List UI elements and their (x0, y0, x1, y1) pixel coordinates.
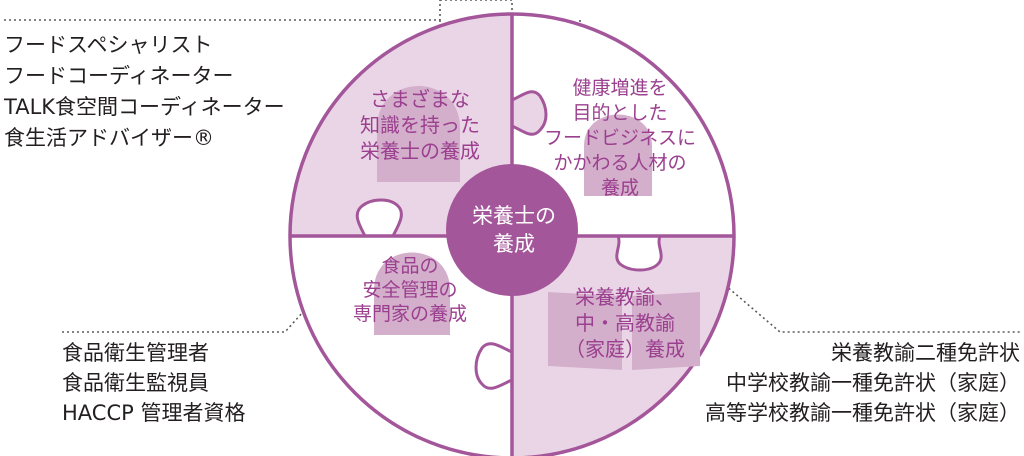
leader-line-bottom-left (62, 281, 331, 333)
list-item: 食品衛生監視員 (62, 371, 209, 395)
piece-line: 食品の (381, 255, 439, 277)
knob-right (615, 234, 663, 272)
center-line: 栄養士の (472, 204, 556, 228)
list-item: 食生活アドバイザー® (4, 126, 214, 150)
piece-line: 栄養士の養成 (360, 139, 480, 163)
leader-line-bottom-right (724, 284, 1020, 333)
piece-text-bottom-right: 栄養教諭、 中・高教諭 （家庭）養成 (530, 284, 720, 362)
list-item: 高等学校教諭一種免許状（家庭） (705, 401, 1020, 425)
quadrant-bottom-left (290, 236, 512, 456)
list-item: 栄養教諭二種免許状 (831, 341, 1020, 365)
open-book-icon (548, 292, 700, 370)
piece-line: さまざまな (370, 87, 470, 111)
piece-line: 健康増進を (572, 77, 668, 99)
piece-line: 知識を持った (360, 113, 480, 137)
qualification-list-bottom-right: 栄養教諭二種免許状 中学校教諭一種免許状（家庭） 高等学校教諭一種免許状（家庭） (705, 338, 1020, 428)
list-item: 食品衛生管理者 (62, 341, 209, 365)
center-label: 栄養士の 養成 (448, 202, 580, 258)
person-silhouette-icon (374, 252, 450, 335)
piece-line: 安全管理の (362, 279, 458, 301)
center-circle (446, 164, 578, 296)
piece-line: 目的とした (572, 102, 668, 124)
piece-text-bottom-left: 食品の 安全管理の 専門家の養成 (320, 254, 500, 326)
list-item: HACCP 管理者資格 (62, 401, 246, 425)
piece-text-top-left: さまざまな 知識を持った 栄養士の養成 (330, 86, 510, 164)
quadrant-bottom-right (512, 236, 734, 456)
list-item: フードコーディネーター (4, 64, 234, 88)
piece-line: 中・高教諭 (575, 311, 675, 335)
person-silhouette-icon (377, 86, 460, 182)
piece-line: かかわる人材の (553, 152, 687, 174)
person-silhouette-icon (584, 114, 652, 196)
outer-circle (288, 12, 736, 456)
qualification-list-top-left: フードスペシャリスト フードコーディネーター TALK食空間コーディネーター 食… (4, 30, 285, 154)
list-item: フードスペシャリスト (4, 33, 213, 57)
piece-line: 専門家の養成 (352, 303, 467, 325)
piece-line: （家庭）養成 (565, 337, 685, 361)
puzzle-knobs (355, 90, 663, 390)
knob-top (510, 90, 548, 136)
piece-line: 養成 (600, 177, 639, 199)
piece-line: 栄養教諭、 (575, 285, 675, 309)
knob-left (355, 198, 403, 238)
piece-line: フードビジネスに (543, 127, 696, 149)
list-item: TALK食空間コーディネーター (4, 95, 285, 119)
piece-text-top-right: 健康増進を 目的とした フードビジネスに かかわる人材の 養成 (520, 76, 720, 201)
center-line: 養成 (493, 232, 535, 256)
knob-bottom (474, 342, 514, 390)
qualification-list-bottom-left: 食品衛生管理者 食品衛生監視員 HACCP 管理者資格 (62, 338, 245, 428)
list-item: 中学校教諭一種免許状（家庭） (726, 371, 1020, 395)
